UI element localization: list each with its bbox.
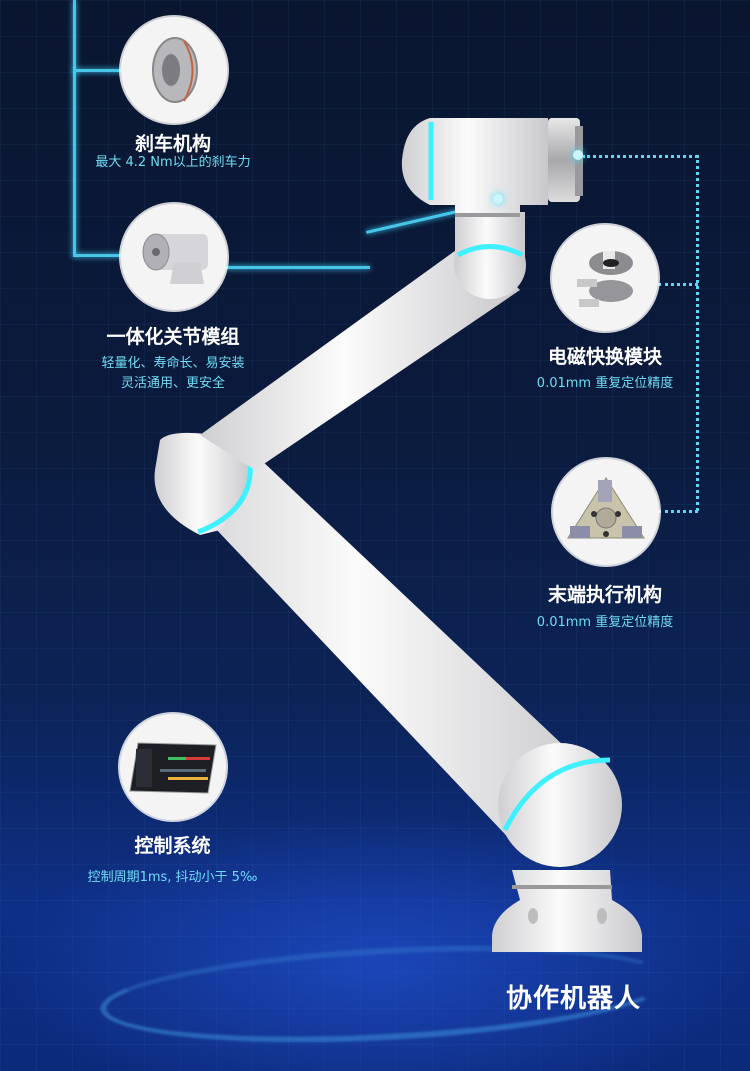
connector-dash (658, 510, 698, 513)
brake-disc-icon (152, 37, 198, 103)
control-tablet-icon (129, 742, 217, 794)
feature-title: 电磁快换模块 (547, 346, 662, 368)
connector-line (73, 69, 123, 72)
feature-desc: 0.01mm 重复定位精度 (536, 376, 674, 391)
feature-desc: 0.01mm 重复定位精度 (536, 615, 674, 630)
connector-dash (658, 283, 698, 286)
connector-line (73, 254, 123, 257)
joint-module-icon (142, 233, 208, 284)
connector-dash (582, 155, 698, 158)
quick-change-icon (577, 251, 633, 307)
connector-dash (696, 155, 699, 511)
feature-title: 末端执行机构 (547, 584, 662, 606)
feature-desc: 最大 4.2 Nm以上的刹车力 (95, 155, 251, 170)
feature-desc: 轻量化、寿命长、易安装 (101, 356, 245, 371)
feature-image-brake (121, 17, 227, 123)
feature-image-joint (121, 204, 227, 310)
feature-image-control (120, 714, 226, 820)
gripper-icon (567, 477, 645, 539)
feature-image-gripper (553, 459, 659, 565)
callout-dot (573, 150, 583, 160)
connector-line (225, 266, 370, 269)
callout-dot (493, 194, 503, 204)
feature-title: 一体化关节模组 (106, 326, 240, 348)
connector-line (73, 0, 76, 256)
product-label: 协作机器人 (506, 984, 642, 1014)
feature-desc: 控制周期1ms, 抖动小于 5‰ (87, 870, 258, 885)
feature-image-quick-change (552, 225, 658, 331)
feature-title: 刹车机构 (134, 133, 211, 155)
feature-title: 控制系统 (134, 835, 211, 857)
feature-desc: 灵活通用、更安全 (120, 376, 225, 391)
